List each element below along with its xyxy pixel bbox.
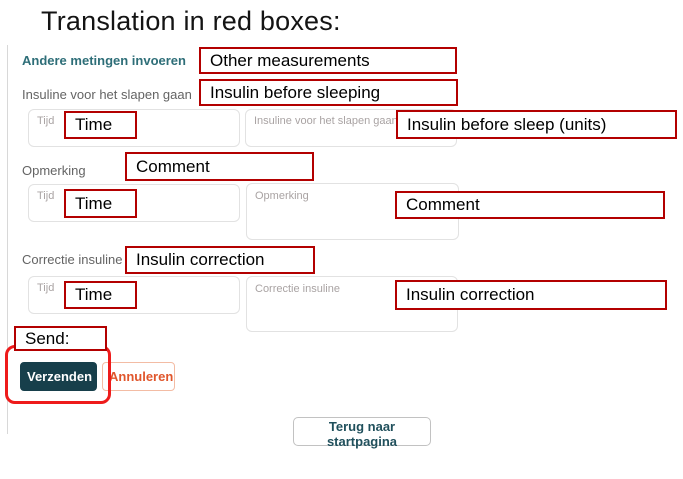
annotation-box-insulin-units: Insulin before sleep (units) [396,110,677,139]
send-bracket [5,345,111,404]
section-label-comment: Opmerking [22,163,86,178]
annotation-box-time-1: Time [64,111,137,139]
submit-button[interactable]: Verzenden [20,362,97,391]
annotation-box-other-measurements: Other measurements [199,47,457,74]
annotation-box-insulin-before-sleeping: Insulin before sleeping [199,79,458,106]
annotation-box-comment-label: Comment [125,152,314,181]
annotation-box-time-3: Time [64,281,137,309]
form-heading: Andere metingen invoeren [22,53,186,68]
annotation-box-comment-field: Comment [395,191,665,219]
section-label-insulin-correction: Correctie insuline [22,252,123,267]
annotation-box-correction-field: Insulin correction [395,280,667,310]
annotation-box-time-2: Time [64,189,137,218]
section-label-insulin-before-sleeping: Insuline voor het slapen gaan [22,87,192,102]
slide-title: Translation in red boxes: [41,6,341,36]
cancel-button[interactable]: Annuleren [102,362,175,391]
screenshot-edge-line [7,45,8,434]
back-to-start-button[interactable]: Terug naar startpagina [293,417,431,449]
annotation-box-send: Send: [14,326,107,351]
annotation-box-correction-label: Insulin correction [125,246,315,274]
